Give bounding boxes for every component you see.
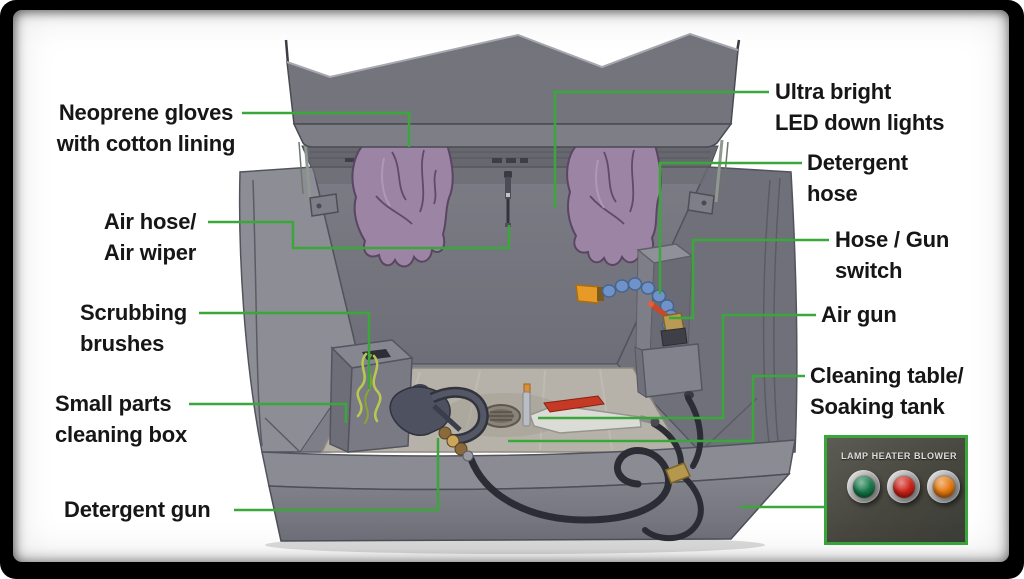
nozzle (575, 284, 601, 304)
hose-elbow-fitting (665, 462, 692, 484)
control-panel-inset: LAMP HEATER BLOWER (824, 435, 968, 545)
callout-label-led-lights: Ultra bright LED down lights (775, 79, 945, 135)
callout-line-small-parts (189, 402, 348, 423)
lid (284, 32, 741, 148)
hoses (467, 395, 704, 542)
callout-line-air-gun (538, 313, 816, 420)
callout-label-hose-gun-switch: Hose / Gun switch (835, 227, 950, 283)
wall-ridge-lines (252, 177, 781, 453)
lamp-button-face (852, 475, 875, 498)
heater-label: HEATER (871, 451, 911, 461)
detergent-gun (389, 384, 489, 462)
callout-label-air-hose: Air hose/ Air wiper (103, 209, 197, 265)
lid-hinges (298, 139, 729, 217)
blower-label: BLOWER (914, 451, 957, 461)
control-panel-buttons (827, 461, 965, 503)
neoprene-glove-right (566, 140, 662, 266)
callout-line-cleaning-table (508, 374, 805, 443)
callout-line-neoprene-gloves (242, 111, 411, 147)
callout-lines (189, 90, 829, 512)
neoprene-glove-left (351, 140, 454, 268)
callout-label-cleaning-table: Cleaning table/ Soaking tank (810, 363, 964, 419)
callout-line-hose-gun-switch (669, 238, 829, 320)
blower-button-face (932, 475, 955, 498)
callout-label-detergent-hose: Detergent hose (807, 150, 908, 206)
callout-label-small-parts-box: Small parts cleaning box (55, 391, 188, 447)
heater-button-face (892, 475, 915, 498)
blower-button (927, 470, 960, 503)
callout-label-scrubbing-brushes: Scrubbing brushes (80, 300, 187, 356)
callout-line-scrubbing (199, 311, 371, 389)
valve-lever (649, 302, 670, 319)
callout-line-detergent-hose (658, 161, 802, 294)
callout-label-neoprene-gloves: Neoprene gloves with cotton lining (56, 100, 236, 156)
callout-line-air-hose (208, 220, 511, 250)
callout-label-air-gun: Air gun (821, 302, 897, 327)
callout-line-led-lights (553, 90, 769, 208)
heater-button (887, 470, 920, 503)
drain-grate (481, 404, 521, 428)
callout-line-detergent-gun (234, 438, 440, 512)
lamp-label: LAMP (841, 451, 869, 461)
callout-label-detergent-gun: Detergent gun (64, 497, 211, 522)
control-panel-labels: LAMP HEATER BLOWER (827, 438, 965, 461)
lamp-button (847, 470, 880, 503)
